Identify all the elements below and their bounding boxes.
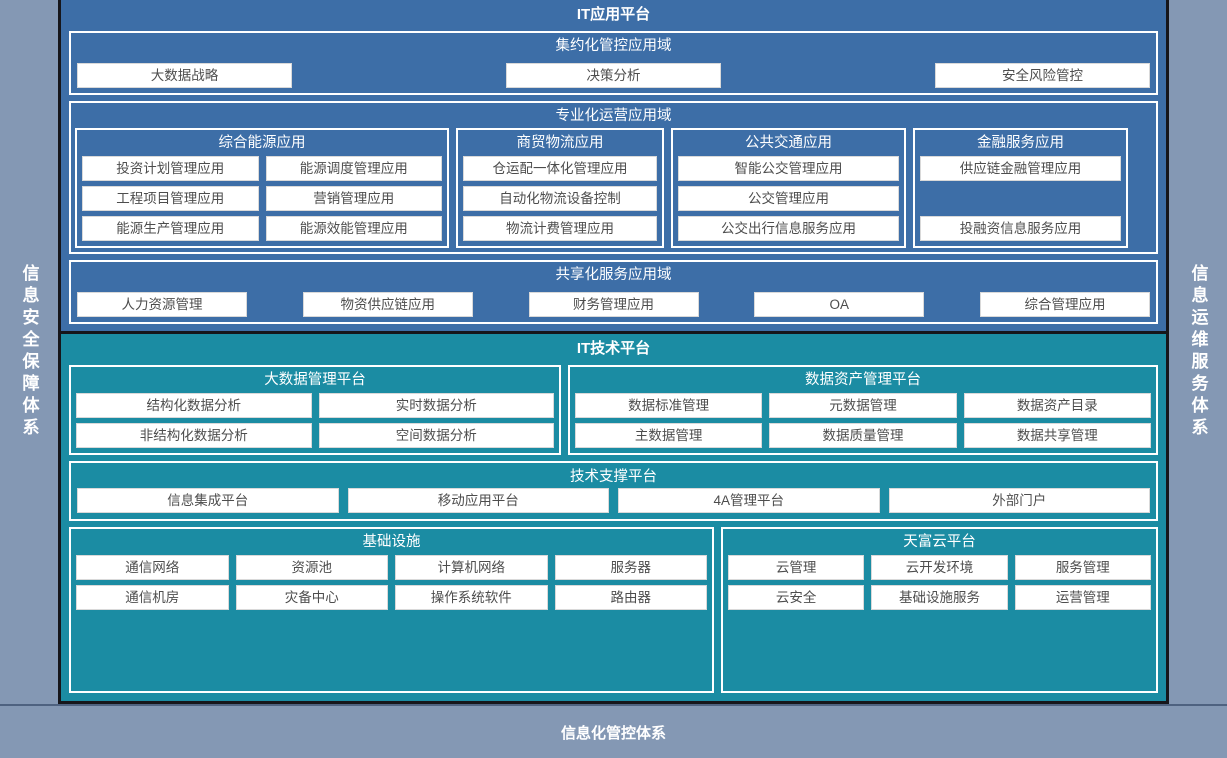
domain-shared-services: 共享化服务应用域 人力资源管理 物资供应链应用 财务管理应用 OA 综合管理应用 xyxy=(69,260,1158,324)
item-bus-travel-info-service[interactable]: 公交出行信息服务应用 xyxy=(678,216,899,241)
group-big-data-platform-title: 大数据管理平台 xyxy=(264,372,366,388)
group-public-transport-title: 公共交通应用 xyxy=(745,135,832,151)
item-smart-bus-mgmt[interactable]: 智能公交管理应用 xyxy=(678,156,899,181)
group-financial-services: 金融服务应用 供应链金融管理应用 投融资信息服务应用 xyxy=(913,128,1128,248)
item-master-data-mgmt[interactable]: 主数据管理 xyxy=(575,423,763,448)
item-energy-production-mgmt[interactable]: 能源生产管理应用 xyxy=(82,216,259,241)
item-realtime-data-analysis[interactable]: 实时数据分析 xyxy=(318,393,554,418)
group-trade-logistics-items: 仓运配一体化管理应用 自动化物流设备控制 物流计费管理应用 xyxy=(463,156,657,241)
item-operating-system-software[interactable]: 操作系统软件 xyxy=(395,585,548,610)
item-4a-management-platform[interactable]: 4A管理平台 xyxy=(618,488,880,513)
group-financial-services-title: 金融服务应用 xyxy=(977,135,1064,151)
item-investment-plan-mgmt[interactable]: 投资计划管理应用 xyxy=(82,156,259,181)
item-communication-network[interactable]: 通信网络 xyxy=(76,555,229,580)
item-data-asset-catalog[interactable]: 数据资产目录 xyxy=(963,393,1151,418)
left-side-band-label: 信息安全保障体系 xyxy=(19,264,39,440)
item-integrated-management[interactable]: 综合管理应用 xyxy=(980,292,1150,317)
domain-shared-services-items: 人力资源管理 物资供应链应用 财务管理应用 OA 综合管理应用 xyxy=(77,292,1150,317)
item-server[interactable]: 服务器 xyxy=(554,555,707,580)
domain-intensive-control-items: 大数据战略 决策分析 安全风险管控 xyxy=(77,63,1150,88)
group-tianfu-cloud-platform-title: 天富云平台 xyxy=(903,534,976,550)
item-cloud-dev-environment[interactable]: 云开发环境 xyxy=(871,555,1008,580)
left-side-band: 信息安全保障体系 xyxy=(0,0,58,704)
bottom-banner: 信息化管控体系 xyxy=(0,704,1227,758)
item-big-data-strategy[interactable]: 大数据战略 xyxy=(77,63,292,88)
item-decision-analysis[interactable]: 决策分析 xyxy=(506,63,721,88)
item-external-portal[interactable]: 外部门户 xyxy=(888,488,1150,513)
item-energy-efficiency-mgmt[interactable]: 能源效能管理应用 xyxy=(265,216,442,241)
technology-platform: IT技术平台 大数据管理平台 结构化数据分析 实时数据分析 非结构化数据分析 空… xyxy=(61,331,1166,701)
domain-specialized-operations-groups: 综合能源应用 投资计划管理应用 能源调度管理应用 工程项目管理应用 营销管理应用… xyxy=(75,107,1152,248)
group-infrastructure-items: 通信网络 资源池 计算机网络 服务器 通信机房 灾备中心 操作系统软件 路由器 xyxy=(76,555,707,610)
item-structured-data-analysis[interactable]: 结构化数据分析 xyxy=(76,393,312,418)
group-data-asset-platform: 数据资产管理平台 数据标准管理 元数据管理 数据资产目录 主数据管理 数据质量管… xyxy=(568,365,1158,455)
item-hr-management[interactable]: 人力资源管理 xyxy=(77,292,247,317)
item-engineering-project-mgmt[interactable]: 工程项目管理应用 xyxy=(82,186,259,211)
item-material-supply-chain[interactable]: 物资供应链应用 xyxy=(302,292,473,317)
right-side-band: 信息运维服务体系 xyxy=(1169,0,1227,704)
group-tianfu-cloud-platform: 天富云平台 云管理 云开发环境 服务管理 云安全 基础设施服务 运营管理 xyxy=(721,527,1158,693)
platform-stack: IT应用平台 集约化管控应用域 大数据战略 决策分析 安全风险管控 专业化运营应… xyxy=(58,0,1169,704)
group-tianfu-cloud-platform-items: 云管理 云开发环境 服务管理 云安全 基础设施服务 运营管理 xyxy=(728,555,1151,610)
item-security-risk-control[interactable]: 安全风险管控 xyxy=(935,63,1150,88)
item-mobile-app-platform[interactable]: 移动应用平台 xyxy=(347,488,609,513)
item-computer-network[interactable]: 计算机网络 xyxy=(395,555,548,580)
group-data-asset-platform-title: 数据资产管理平台 xyxy=(805,372,921,388)
group-financial-services-items: 供应链金融管理应用 投融资信息服务应用 xyxy=(920,156,1121,241)
item-data-sharing-mgmt[interactable]: 数据共享管理 xyxy=(963,423,1151,448)
domain-intensive-control-title: 集约化管控应用域 xyxy=(555,38,672,54)
technology-platform-top-row: 大数据管理平台 结构化数据分析 实时数据分析 非结构化数据分析 空间数据分析 数… xyxy=(69,365,1158,455)
item-router[interactable]: 路由器 xyxy=(554,585,707,610)
item-operation-management[interactable]: 运营管理 xyxy=(1014,585,1151,610)
right-side-band-label: 信息运维服务体系 xyxy=(1188,264,1208,440)
group-data-asset-platform-items: 数据标准管理 元数据管理 数据资产目录 主数据管理 数据质量管理 数据共享管理 xyxy=(575,393,1151,448)
item-infrastructure-service[interactable]: 基础设施服务 xyxy=(871,585,1008,610)
group-infrastructure: 基础设施 通信网络 资源池 计算机网络 服务器 通信机房 灾备中心 操作系统软件… xyxy=(69,527,714,693)
group-infrastructure-title: 基础设施 xyxy=(362,534,421,550)
item-service-management[interactable]: 服务管理 xyxy=(1014,555,1151,580)
group-integrated-energy-items: 投资计划管理应用 能源调度管理应用 工程项目管理应用 营销管理应用 能源生产管理… xyxy=(82,156,442,241)
item-info-integration-platform[interactable]: 信息集成平台 xyxy=(77,488,339,513)
technology-platform-title: IT技术平台 xyxy=(576,340,651,357)
item-cloud-security[interactable]: 云安全 xyxy=(728,585,865,610)
item-placeholder xyxy=(920,186,1121,211)
domain-intensive-control: 集约化管控应用域 大数据战略 决策分析 安全风险管控 xyxy=(69,31,1158,95)
group-public-transport-items: 智能公交管理应用 公交管理应用 公交出行信息服务应用 xyxy=(678,156,899,241)
domain-specialized-operations: 专业化运营应用域 综合能源应用 投资计划管理应用 能源调度管理应用 工程项目管理… xyxy=(69,101,1158,254)
group-integrated-energy-title: 综合能源应用 xyxy=(218,135,306,151)
item-data-quality-mgmt[interactable]: 数据质量管理 xyxy=(769,423,957,448)
item-disaster-recovery-center[interactable]: 灾备中心 xyxy=(235,585,388,610)
group-technical-support-platform-title: 技术支撑平台 xyxy=(570,469,657,485)
item-marketing-mgmt[interactable]: 营销管理应用 xyxy=(265,186,442,211)
item-supply-chain-finance-mgmt[interactable]: 供应链金融管理应用 xyxy=(920,156,1121,181)
item-warehouse-transport-integration[interactable]: 仓运配一体化管理应用 xyxy=(463,156,657,181)
group-trade-logistics: 商贸物流应用 仓运配一体化管理应用 自动化物流设备控制 物流计费管理应用 xyxy=(456,128,664,248)
item-resource-pool[interactable]: 资源池 xyxy=(235,555,388,580)
item-finance-management[interactable]: 财务管理应用 xyxy=(528,292,699,317)
item-unstructured-data-analysis[interactable]: 非结构化数据分析 xyxy=(76,423,312,448)
application-platform-title: IT应用平台 xyxy=(576,6,651,23)
group-technical-support-platform: 技术支撑平台 信息集成平台 移动应用平台 4A管理平台 外部门户 xyxy=(69,461,1158,521)
group-public-transport: 公共交通应用 智能公交管理应用 公交管理应用 公交出行信息服务应用 xyxy=(671,128,906,248)
group-integrated-energy: 综合能源应用 投资计划管理应用 能源调度管理应用 工程项目管理应用 营销管理应用… xyxy=(75,128,449,248)
group-big-data-platform-items: 结构化数据分析 实时数据分析 非结构化数据分析 空间数据分析 xyxy=(76,393,554,448)
item-investment-financing-info-service[interactable]: 投融资信息服务应用 xyxy=(920,216,1121,241)
group-big-data-platform: 大数据管理平台 结构化数据分析 实时数据分析 非结构化数据分析 空间数据分析 xyxy=(69,365,561,455)
group-trade-logistics-title: 商贸物流应用 xyxy=(516,135,604,151)
group-technical-support-platform-items: 信息集成平台 移动应用平台 4A管理平台 外部门户 xyxy=(77,488,1150,513)
item-cloud-management[interactable]: 云管理 xyxy=(728,555,865,580)
technology-platform-bottom-row: 基础设施 通信网络 资源池 计算机网络 服务器 通信机房 灾备中心 操作系统软件… xyxy=(69,527,1158,693)
domain-shared-services-title: 共享化服务应用域 xyxy=(555,267,672,283)
item-bus-mgmt[interactable]: 公交管理应用 xyxy=(678,186,899,211)
item-logistics-billing-mgmt[interactable]: 物流计费管理应用 xyxy=(463,216,657,241)
item-metadata-mgmt[interactable]: 元数据管理 xyxy=(769,393,957,418)
item-oa[interactable]: OA xyxy=(754,292,925,317)
bottom-banner-label: 信息化管控体系 xyxy=(560,724,666,742)
item-automated-logistics-equipment[interactable]: 自动化物流设备控制 xyxy=(463,186,657,211)
item-spatial-data-analysis[interactable]: 空间数据分析 xyxy=(318,423,554,448)
item-energy-dispatch-mgmt[interactable]: 能源调度管理应用 xyxy=(265,156,442,181)
item-communication-room[interactable]: 通信机房 xyxy=(76,585,229,610)
application-platform: IT应用平台 集约化管控应用域 大数据战略 决策分析 安全风险管控 专业化运营应… xyxy=(61,0,1166,331)
item-data-standard-mgmt[interactable]: 数据标准管理 xyxy=(575,393,763,418)
